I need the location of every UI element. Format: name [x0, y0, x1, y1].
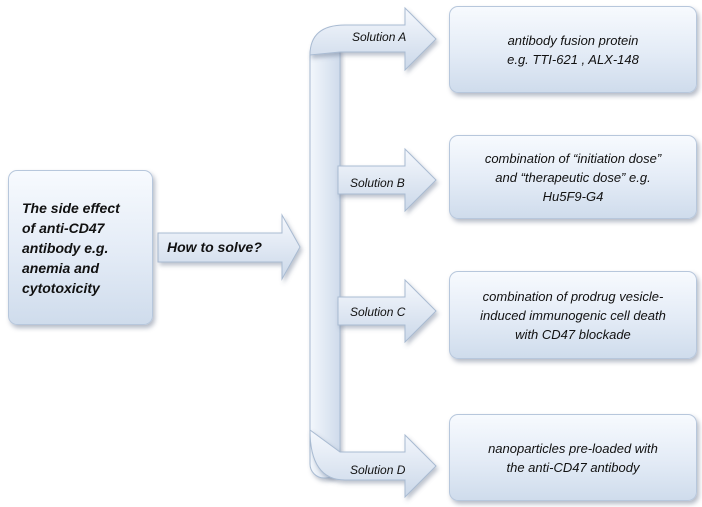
how-to-solve-label: How to solve? [167, 239, 262, 255]
branch-trunk [309, 39, 341, 479]
branch-arrow-a [309, 6, 437, 72]
solution-a-box: antibody fusion protein e.g. TTI-621 , A… [449, 6, 697, 93]
solution-d-box: nanoparticles pre-loaded with the anti-C… [449, 414, 697, 501]
solution-b-box: combination of “initiation dose” and “th… [449, 135, 697, 219]
branch-arrow-d [309, 429, 437, 499]
solution-d-line: nanoparticles pre-loaded with [488, 440, 658, 456]
solution-b-line: combination of “initiation dose” [484, 150, 662, 166]
problem-line: cytotoxicity [22, 279, 100, 296]
problem-line: anemia and [22, 259, 100, 276]
solution-c-line: combination of prodrug vesicle- [482, 288, 664, 304]
problem-line: of anti-CD47 [22, 219, 105, 236]
branch-arrow-b [337, 147, 437, 213]
solution-a-line: antibody fusion protein [507, 32, 639, 48]
branch-arrow-c [337, 278, 437, 344]
how-to-solve-arrow [157, 213, 301, 281]
solution-c-box: combination of prodrug vesicle- induced … [449, 271, 697, 359]
solution-c-line: with CD47 blockade [515, 326, 631, 342]
solution-c-label: Solution C [350, 305, 406, 319]
solution-b-label: Solution B [350, 176, 405, 190]
solution-a-line: e.g. TTI-621 , ALX-148 [507, 51, 639, 67]
problem-box: The side effect of anti-CD47 antibody e.… [8, 170, 153, 325]
solution-b-line: Hu5F9-G4 [542, 188, 604, 204]
solution-a-label: Solution A [352, 30, 407, 44]
solution-d-label: Solution D [350, 463, 406, 477]
problem-line: antibody e.g. [22, 239, 109, 256]
solution-b-line: and “therapeutic dose” e.g. [495, 169, 651, 185]
problem-line: The side effect [22, 199, 120, 216]
solution-c-line: induced immunogenic cell death [480, 307, 666, 323]
solution-d-line: the anti-CD47 antibody [506, 459, 640, 475]
problem-text: The side effect of anti-CD47 antibody e.… [22, 198, 120, 298]
